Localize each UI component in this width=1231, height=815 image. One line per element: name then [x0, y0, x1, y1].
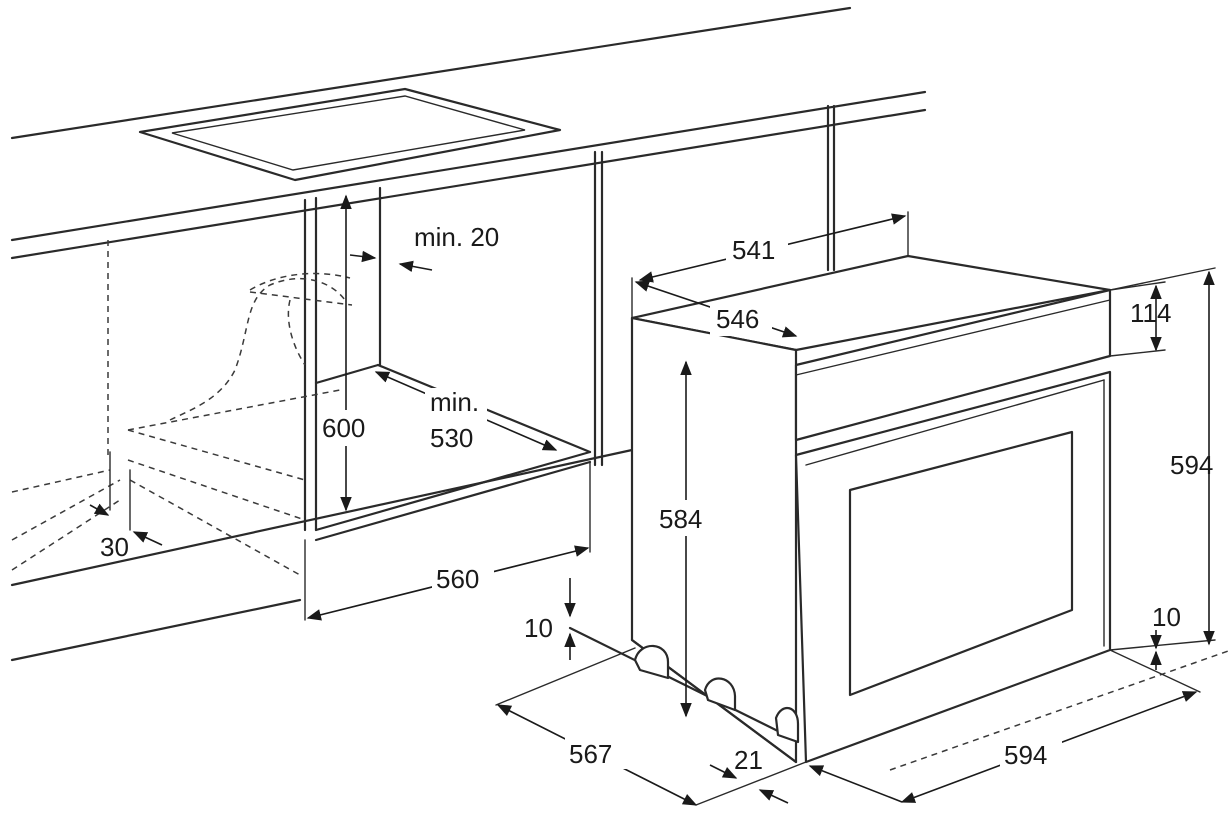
oven	[568, 254, 1112, 764]
label-min: min.	[430, 387, 479, 417]
label-21: 21	[734, 745, 763, 775]
label-567: 567	[569, 739, 612, 769]
label-541: 541	[732, 235, 775, 265]
hob	[138, 87, 562, 182]
label-114: 114	[1130, 298, 1171, 328]
label-10-left: 10	[524, 613, 553, 643]
dimension-labels: min. 20 541 546 114 600 min. 530 594 584…	[100, 222, 1213, 775]
label-594-width: 594	[1004, 740, 1047, 770]
label-600: 600	[322, 413, 365, 443]
label-594-height: 594	[1170, 450, 1213, 480]
label-584: 584	[659, 504, 702, 534]
label-min-20: min. 20	[414, 222, 499, 252]
label-530: 530	[430, 423, 473, 453]
label-546: 546	[716, 304, 759, 334]
label-30: 30	[100, 532, 129, 562]
label-560: 560	[436, 564, 479, 594]
countertop	[10, 6, 927, 260]
oven-feet	[633, 644, 800, 744]
label-10-right: 10	[1152, 602, 1181, 632]
